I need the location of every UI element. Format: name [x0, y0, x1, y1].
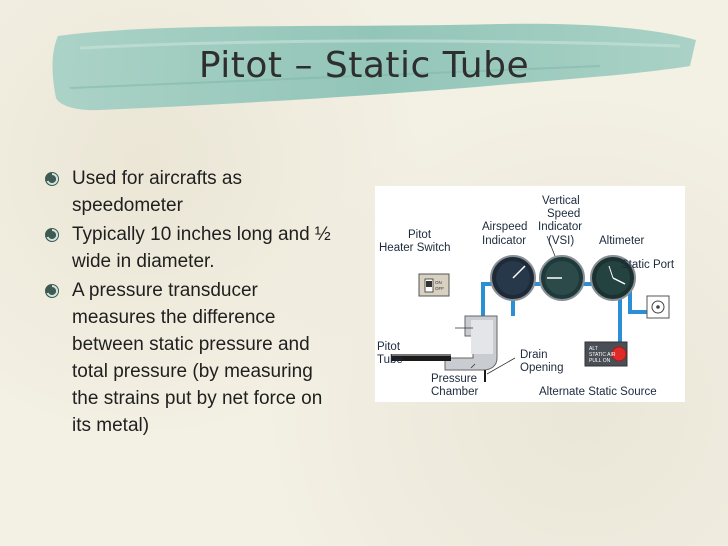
pressure-chamber — [444, 315, 498, 371]
bullet-text: Typically 10 inches long and ½ wide in d… — [72, 224, 331, 272]
label-pitot-tube-1: Pitot — [377, 341, 401, 353]
label-pitot-tube-2: Tube — [377, 354, 403, 366]
swirl-bullet-icon — [45, 228, 59, 242]
swirl-bullet-icon — [45, 172, 59, 186]
bullet-text: Used for aircrafts as speedometer — [72, 168, 242, 216]
pitot-heater-switch: ON OFF — [418, 273, 450, 297]
altimeter-gauge — [590, 255, 636, 301]
alt-static-label-1: ALT — [589, 346, 598, 352]
alternate-static-source: ALT STATIC AIR PULL ON — [584, 341, 628, 367]
label-leader-lines — [455, 235, 556, 369]
airspeed-indicator-gauge — [490, 255, 536, 301]
switch-on-label: ON — [435, 280, 442, 285]
switch-off-label: OFF — [435, 286, 444, 291]
pitot-static-diagram: ON OFF ALT — [375, 186, 685, 402]
bullet-item: A pressure transducer measures the diffe… — [42, 277, 342, 439]
label-vsi-1: Vertical — [542, 195, 580, 207]
vertical-speed-indicator-gauge — [539, 255, 585, 301]
label-vsi-4: (VSI) — [548, 235, 574, 247]
label-vsi-2: Speed — [547, 208, 580, 220]
label-airspeed-2: Indicator — [482, 235, 526, 247]
bullet-item: Typically 10 inches long and ½ wide in d… — [42, 221, 342, 275]
drain-leader-line — [486, 357, 516, 375]
label-altimeter: Altimeter — [599, 235, 645, 247]
alt-static-label-2: STATIC AIR — [589, 352, 616, 358]
label-pressure-chamber-2: Chamber — [431, 386, 478, 398]
static-port — [646, 295, 670, 319]
swirl-bullet-icon — [45, 284, 59, 298]
label-vsi-3: Indicator — [538, 221, 582, 233]
bullet-list: Used for aircrafts as speedometer Typica… — [42, 165, 342, 441]
pitot-tube — [391, 354, 451, 361]
title-brush-stroke — [52, 23, 696, 111]
bullet-text: A pressure transducer measures the diffe… — [72, 280, 323, 436]
label-drain-1: Drain — [520, 349, 547, 361]
label-airspeed-1: Airspeed — [482, 221, 527, 233]
label-static-port: Static Port — [621, 259, 675, 271]
bullet-item: Used for aircrafts as speedometer — [42, 165, 342, 219]
label-drain-2: Opening — [520, 362, 563, 374]
label-pitot-heater-2: Heater Switch — [379, 242, 451, 254]
alt-static-label-3: PULL ON — [589, 358, 611, 364]
label-alternate-static-source: Alternate Static Source — [539, 386, 657, 398]
label-pitot-heater-1: Pitot — [408, 229, 432, 241]
slide-title: Pitot – Static Tube — [198, 45, 530, 86]
label-pressure-chamber-1: Pressure — [431, 373, 477, 385]
